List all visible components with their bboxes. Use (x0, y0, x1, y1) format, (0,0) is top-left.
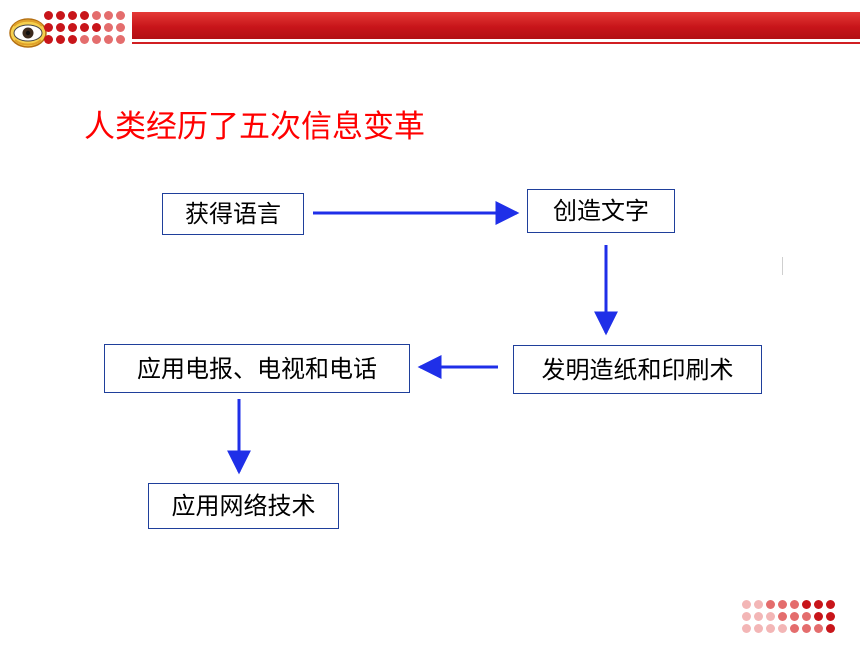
decor-dot (802, 624, 811, 633)
decor-dot (742, 600, 751, 609)
node-label: 应用电报、电视和电话 (137, 354, 377, 383)
decor-dot (826, 624, 835, 633)
decor-dot (742, 612, 751, 621)
decor-dot (56, 23, 65, 32)
decor-dot (104, 11, 113, 20)
decor-dot (56, 11, 65, 20)
decor-dot (44, 23, 53, 32)
decor-dot (790, 612, 799, 621)
decor-dot (754, 600, 763, 609)
decor-dot (766, 600, 775, 609)
node-label: 发明造纸和印刷术 (541, 355, 734, 384)
decor-dot (814, 600, 823, 609)
top-decor-dot-grid (44, 11, 125, 44)
decor-dot (116, 11, 125, 20)
decor-dot (56, 35, 65, 44)
decor-dot (778, 624, 787, 633)
node-network-technology: 应用网络技术 (148, 483, 339, 529)
decor-dot (44, 35, 53, 44)
decor-dot (754, 612, 763, 621)
node-create-writing: 创造文字 (527, 189, 675, 233)
eye-logo-icon (8, 13, 48, 49)
decor-dot (80, 23, 89, 32)
bottom-decor-dot-grid (742, 600, 835, 633)
decor-dot (802, 600, 811, 609)
decor-dot (92, 23, 101, 32)
decor-dot (742, 624, 751, 633)
decor-dot (68, 35, 77, 44)
header-bar (132, 12, 860, 39)
decor-dot (104, 23, 113, 32)
decorative-mark (782, 257, 783, 275)
header-rule (132, 42, 860, 44)
page-title: 人类经历了五次信息变革 (84, 109, 425, 145)
decor-dot (778, 600, 787, 609)
decor-dot (68, 23, 77, 32)
decor-dot (92, 11, 101, 20)
decor-dot (778, 612, 787, 621)
decor-dot (80, 35, 89, 44)
node-paper-and-printing: 发明造纸和印刷术 (513, 345, 762, 394)
decor-dot (790, 600, 799, 609)
decor-dot (104, 35, 113, 44)
decor-dot (80, 11, 89, 20)
decor-dot (754, 624, 763, 633)
decor-dot (766, 624, 775, 633)
decor-dot (826, 600, 835, 609)
decor-dot (826, 612, 835, 621)
node-label: 获得语言 (185, 200, 281, 228)
decor-dot (814, 624, 823, 633)
decor-dot (766, 612, 775, 621)
decor-dot (44, 11, 53, 20)
decor-dot (790, 624, 799, 633)
decor-dot (116, 35, 125, 44)
decor-dot (802, 612, 811, 621)
node-telegraph-tv-phone: 应用电报、电视和电话 (104, 344, 410, 393)
decor-dot (814, 612, 823, 621)
decor-dot (68, 11, 77, 20)
node-label: 应用网络技术 (171, 492, 316, 520)
node-acquire-language: 获得语言 (162, 193, 304, 235)
decor-dot (92, 35, 101, 44)
node-label: 创造文字 (553, 197, 649, 225)
decor-dot (116, 23, 125, 32)
